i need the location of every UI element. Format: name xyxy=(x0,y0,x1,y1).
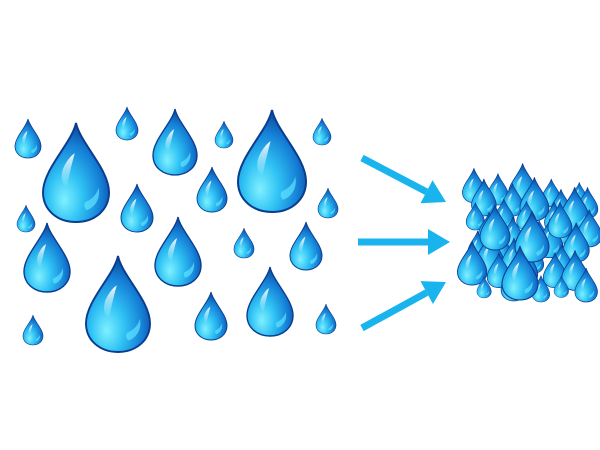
water-drop-icon xyxy=(562,222,590,263)
water-drop-icon xyxy=(312,117,332,146)
water-drop-icon xyxy=(457,240,488,286)
water-drop-icon xyxy=(553,275,569,298)
water-drop-icon xyxy=(214,120,234,149)
arrow-right-icon xyxy=(360,281,446,332)
water-drop-icon xyxy=(236,109,308,214)
arrows xyxy=(358,154,450,332)
water-drop-icon xyxy=(547,201,573,239)
water-drop-icon xyxy=(194,291,228,341)
water-drop-icon xyxy=(85,255,151,353)
water-drop-icon xyxy=(233,227,255,259)
scattered-drops xyxy=(14,106,339,353)
water-drop-icon xyxy=(289,221,323,271)
water-drop-icon xyxy=(14,118,42,159)
water-drop-icon xyxy=(471,178,497,217)
arrow-right-icon xyxy=(358,229,450,255)
water-drop-icon xyxy=(22,314,44,346)
water-drop-icon xyxy=(23,222,71,293)
water-drop-icon xyxy=(574,268,598,303)
water-drop-icon xyxy=(315,303,337,335)
water-drop-icon xyxy=(317,187,339,219)
water-drop-icon xyxy=(16,204,36,233)
water-drop-icon xyxy=(42,122,110,223)
water-drop-icon xyxy=(152,108,198,176)
water-drop-icon xyxy=(501,245,539,301)
water-drop-icon xyxy=(476,276,492,299)
water-drop-icon xyxy=(479,204,511,251)
water-drop-icon xyxy=(465,202,485,231)
water-drop-icon xyxy=(120,183,154,233)
water-drop-icon xyxy=(246,266,294,337)
water-drop-icon xyxy=(514,210,550,263)
water-drop-icon xyxy=(196,166,228,213)
water-drop-icon xyxy=(115,106,139,141)
arrow-right-icon xyxy=(360,154,446,204)
water-drop-icon xyxy=(154,216,202,287)
clustered-drops xyxy=(457,163,600,303)
